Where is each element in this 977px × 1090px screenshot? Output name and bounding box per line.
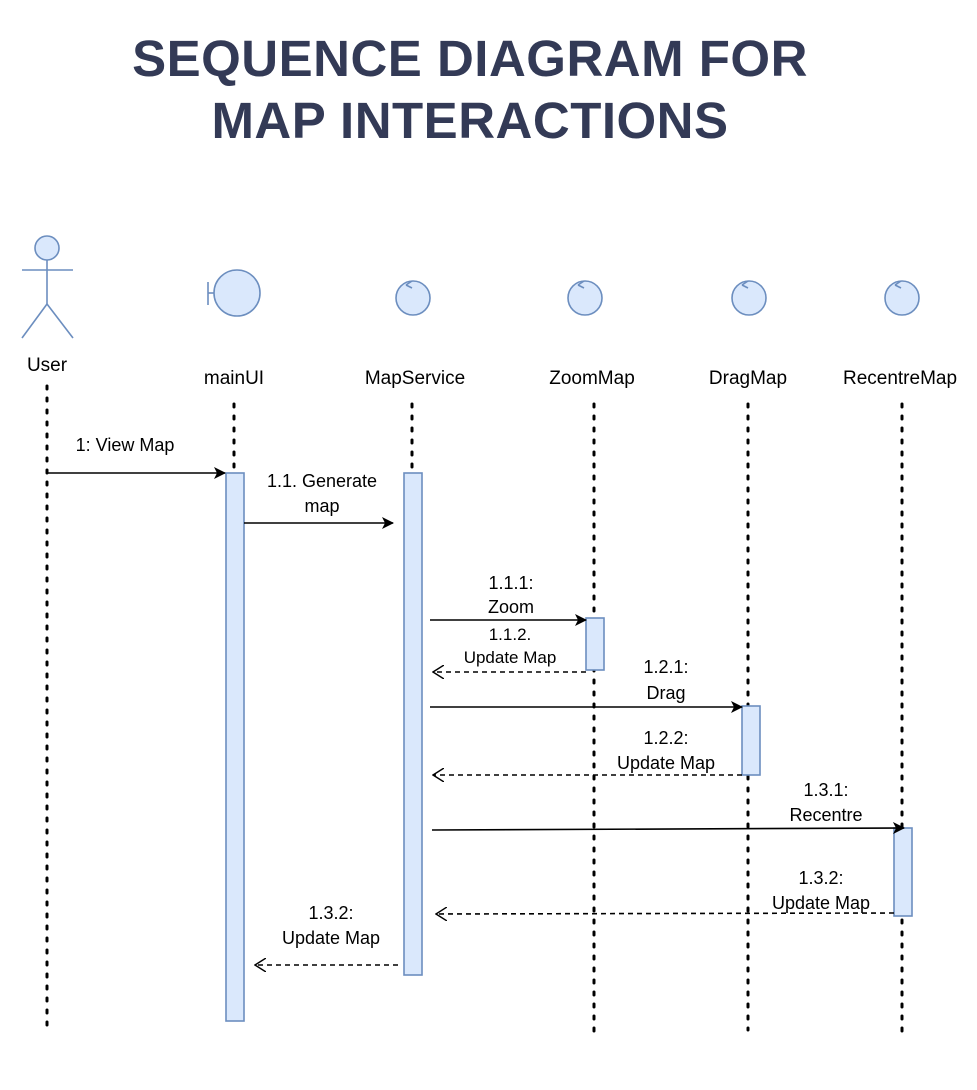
message-label: Zoom [488,597,534,617]
message-label: 1.2.1: [643,657,688,677]
message-label: Update Map [617,753,715,773]
message-label: Drag [646,683,685,703]
message-label: Update Map [282,928,380,948]
message-label: 1.2.2: [643,728,688,748]
message-label: Update Map [772,893,870,913]
message-label: 1.1.2. [489,625,532,644]
control-icon [395,280,431,316]
message-label: 1.1. Generate [267,471,377,491]
participant-label-user: User [27,355,68,376]
participant-label-recentremap: RecentreMap [843,368,957,389]
control-icon [567,280,603,316]
title-line-1: SEQUENCE DIAGRAM FOR [132,30,808,87]
participant-label-dragmap: DragMap [709,368,787,389]
message-label: Recentre [789,805,862,825]
activation-bar-mapservice [403,472,423,976]
participant-label-mainui: mainUI [204,368,264,389]
boundary-icon [207,269,261,317]
message-label: 1.3.1: [803,780,848,800]
activation-bar-recentremap [893,827,913,917]
control-icon [731,280,767,316]
message-label: Update Map [464,648,557,667]
return-arrow-recentre-update [436,913,895,914]
message-label: map [304,496,339,516]
message-arrow-recentre [431,822,905,835]
user-actor-icon [21,235,74,339]
message-label: 1.1.1: [488,573,533,593]
activation-bar-dragmap [741,705,761,776]
control-icon [884,280,920,316]
message-label: 1.3.2: [308,903,353,923]
title-line-2: MAP INTERACTIONS [211,92,729,149]
message-label: 1.3.2: [798,868,843,888]
participant-label-zoommap: ZoomMap [549,368,635,389]
message-label: 1: View Map [76,435,175,455]
participant-label-mapservice: MapService [365,368,465,389]
diagram-title: SEQUENCE DIAGRAM FOR MAP INTERACTIONS [0,28,940,152]
activation-bar-mainui [225,472,245,1022]
activation-bar-zoommap [585,617,605,671]
